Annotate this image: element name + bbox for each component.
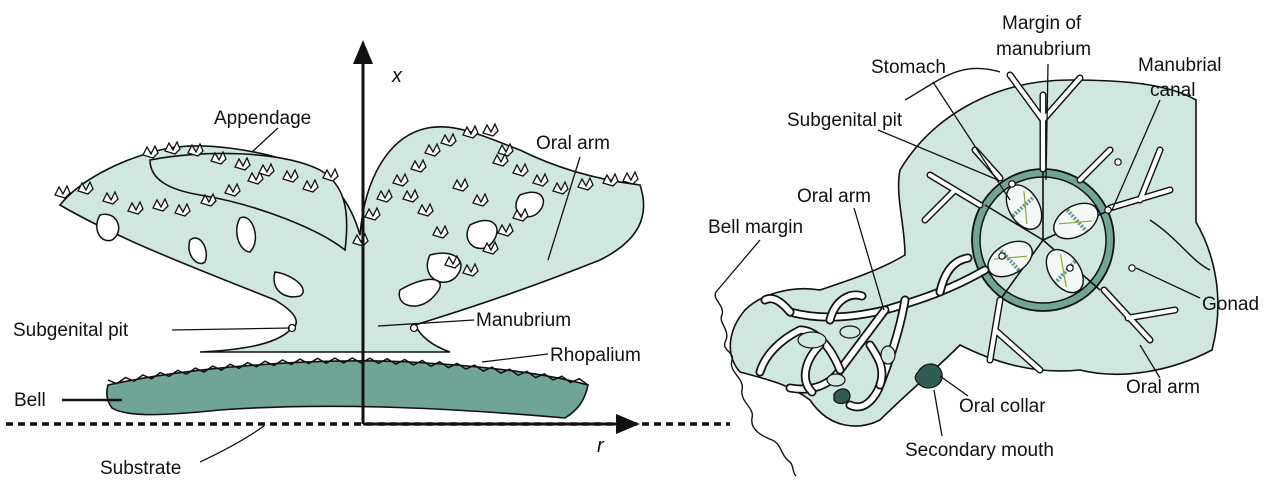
label-subgenital-pit-right: Subgenital pit <box>787 110 903 131</box>
arm-lumen <box>840 326 860 338</box>
label-x-axis: x <box>391 65 403 87</box>
leader-oral-collar <box>940 376 968 396</box>
bell <box>107 361 588 418</box>
arm-lumen <box>881 346 895 364</box>
label-oral-collar: Oral collar <box>959 396 1046 417</box>
label-bell-margin: Bell margin <box>708 217 803 238</box>
arm-lumen <box>798 332 826 348</box>
leader-subgenital-pit <box>172 328 290 330</box>
pit-marker <box>1009 181 1015 187</box>
label-subgenital-pit: Subgenital pit <box>13 320 129 341</box>
x-axis-arrowhead <box>353 40 373 64</box>
label-appendage: Appendage <box>214 108 311 129</box>
secondary-mouth <box>834 389 850 404</box>
appendage-tuft <box>623 172 638 184</box>
appendage-tuft <box>323 169 338 181</box>
label-bell: Bell <box>14 390 46 411</box>
pit-marker <box>1105 207 1111 213</box>
appendage-tuft <box>483 124 498 136</box>
pit-marker <box>999 253 1005 259</box>
side-view-panel: x r Appendage Oral arm Subgenital pit Ma… <box>6 40 730 479</box>
label-gonad: Gonad <box>1202 294 1259 315</box>
label-oral-arm: Oral arm <box>536 133 610 154</box>
label-oral-arm-top: Oral arm <box>797 186 871 207</box>
label-stomach: Stomach <box>871 57 946 78</box>
pit-marker <box>1115 159 1121 165</box>
label-r-axis: r <box>597 435 605 457</box>
manubrium-marker <box>411 325 418 332</box>
label-secondary-mouth: Secondary mouth <box>905 440 1054 461</box>
label-manubrial-canal-2: canal <box>1150 80 1195 101</box>
pit-marker <box>1067 265 1073 271</box>
label-oral-arm-bottom: Oral arm <box>1126 377 1200 398</box>
arm-lumen <box>97 214 119 240</box>
label-substrate: Substrate <box>100 458 181 479</box>
label-rhopalium: Rhopalium <box>550 345 641 366</box>
label-margin-of-manubrium-1: Margin of <box>1002 13 1082 34</box>
leader-appendage <box>252 128 278 152</box>
oral-view-panel: Margin of manubrium Stomach Manubrial ca… <box>708 13 1259 476</box>
leader-rhopalium <box>482 354 548 362</box>
r-axis-arrowhead <box>616 414 640 434</box>
label-margin-of-manubrium-2: manubrium <box>996 39 1091 60</box>
leader-secondary-mouth <box>934 390 942 436</box>
pit-marker <box>1129 265 1135 271</box>
label-manubrium: Manubrium <box>476 310 571 331</box>
leader-substrate <box>200 426 264 462</box>
leader-bell-margin <box>716 240 760 292</box>
arm-lumen <box>827 374 845 386</box>
label-manubrial-canal-1: Manubrial <box>1138 55 1221 76</box>
